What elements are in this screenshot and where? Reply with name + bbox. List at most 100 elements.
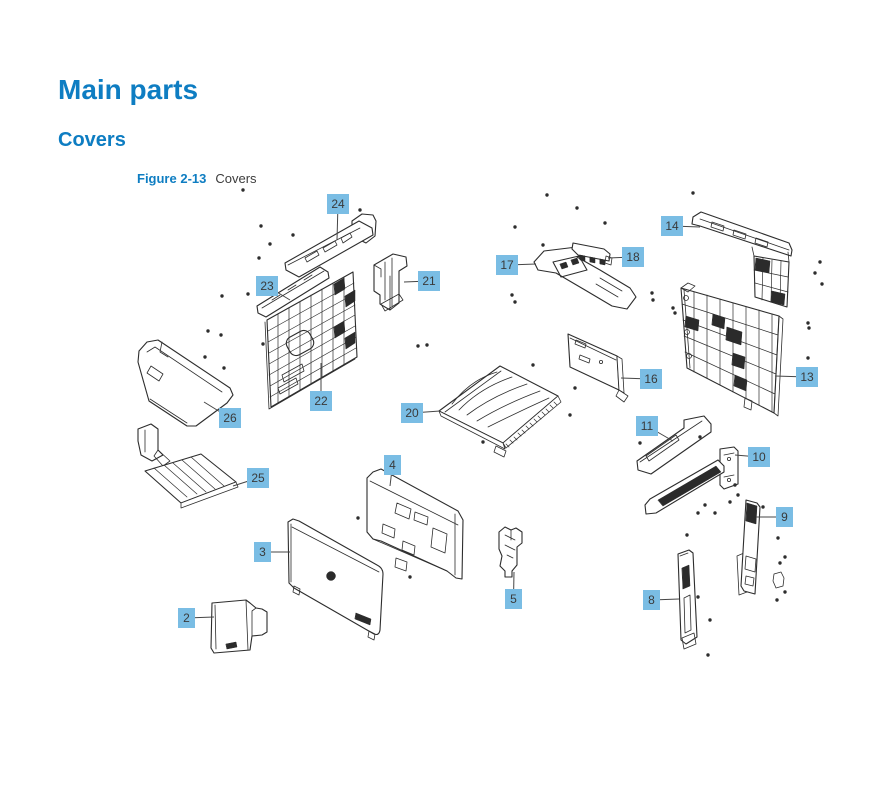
screw-dot — [416, 344, 420, 348]
screw-dot — [696, 511, 700, 515]
part-10-art — [644, 446, 739, 515]
screw-dot — [638, 441, 642, 445]
callout-8: 8 — [643, 590, 660, 610]
screw-dot — [671, 306, 675, 310]
screw-dot — [510, 293, 514, 297]
figure-label: Figure 2-13 — [137, 171, 207, 186]
part-2-art — [210, 599, 268, 654]
callout-17: 17 — [496, 255, 518, 275]
screw-dot — [513, 300, 517, 304]
screw-dot — [807, 326, 811, 330]
screw-dot — [603, 221, 607, 225]
part-18-art — [571, 242, 613, 266]
callout-2: 2 — [178, 608, 195, 628]
callout-18: 18 — [622, 247, 644, 267]
figure-caption: Figure 2-13 Covers — [137, 171, 257, 186]
part-23-art — [256, 266, 330, 318]
callout-20: 20 — [401, 403, 423, 423]
screw-dot — [259, 224, 263, 228]
screw-dot — [673, 311, 677, 315]
part-21-art — [373, 253, 408, 312]
screw-dot — [291, 233, 295, 237]
screw-dot — [691, 191, 695, 195]
screw-dot — [356, 516, 360, 520]
screw-dot — [761, 505, 765, 509]
screw-dot — [698, 435, 702, 439]
screw-dot — [708, 618, 712, 622]
part-5-art — [498, 526, 523, 578]
part-4-art — [366, 468, 464, 580]
screw-dot — [728, 500, 732, 504]
callout-26: 26 — [219, 408, 241, 428]
callout-23: 23 — [256, 276, 278, 296]
screw-dot — [261, 342, 265, 346]
callout-11: 11 — [636, 416, 658, 436]
screw-dot — [568, 413, 572, 417]
screw-dot — [806, 321, 810, 325]
part-24-art — [284, 213, 377, 278]
part-26-art — [137, 339, 234, 427]
callout-24: 24 — [327, 194, 349, 214]
screw-dot — [713, 511, 717, 515]
screw-dot — [203, 355, 207, 359]
part-16-art — [567, 333, 629, 403]
section-heading: Covers — [58, 129, 126, 151]
callout-16: 16 — [640, 369, 662, 389]
screw-dot — [783, 590, 787, 594]
part-9-art — [736, 499, 785, 596]
callout-22: 22 — [310, 391, 332, 411]
screw-dot — [545, 193, 549, 197]
screw-dot — [696, 595, 700, 599]
screw-dot — [703, 503, 707, 507]
screw-dot — [408, 575, 412, 579]
part-8-art — [677, 549, 698, 650]
screw-dot — [222, 366, 226, 370]
figure-caption-text: Covers — [215, 171, 257, 186]
screw-dot — [651, 298, 655, 302]
screw-dot — [783, 555, 787, 559]
part-20-art — [438, 365, 562, 458]
screw-dot — [650, 291, 654, 295]
screw-dot — [575, 206, 579, 210]
screw-dot — [685, 533, 689, 537]
screw-dot — [733, 483, 737, 487]
screw-dot — [481, 440, 485, 444]
screw-dot — [241, 188, 245, 192]
callout-3: 3 — [254, 542, 271, 562]
callout-13: 13 — [796, 367, 818, 387]
part-22-art — [264, 271, 358, 410]
screw-dot — [778, 561, 782, 565]
screw-dot — [776, 536, 780, 540]
screw-dot — [358, 208, 362, 212]
callout-14: 14 — [661, 216, 683, 236]
screw-dot — [425, 343, 429, 347]
callout-9: 9 — [776, 507, 793, 527]
part-3-art — [287, 518, 384, 641]
part-14-art — [691, 211, 793, 308]
callout-4: 4 — [384, 455, 401, 475]
screw-dot — [736, 493, 740, 497]
screw-dot — [206, 329, 210, 333]
screw-dot — [541, 243, 545, 247]
screw-dot — [257, 256, 261, 260]
callout-21: 21 — [418, 271, 440, 291]
part-25-art — [137, 423, 239, 509]
callout-25: 25 — [247, 468, 269, 488]
part-13-art — [680, 282, 784, 417]
screw-dot — [220, 294, 224, 298]
page-title: Main parts — [58, 74, 199, 105]
screw-dot — [818, 260, 822, 264]
screw-dot — [775, 598, 779, 602]
callout-5: 5 — [505, 589, 522, 609]
screw-dot — [513, 225, 517, 229]
screw-dot — [219, 333, 223, 337]
screw-dot — [268, 242, 272, 246]
screw-dot — [573, 386, 577, 390]
screw-dot — [531, 363, 535, 367]
callout-10: 10 — [748, 447, 770, 467]
screw-dot — [246, 292, 250, 296]
